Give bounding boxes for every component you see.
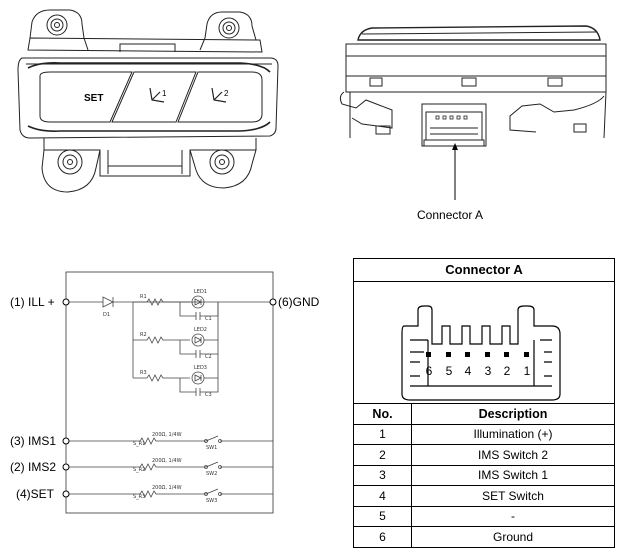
switch-label-3: SW3 (206, 498, 217, 504)
cell-description: Ground (411, 526, 614, 547)
switch-line-ims2 (66, 461, 273, 471)
header-no: No. (354, 404, 412, 424)
led-branch-2 (133, 302, 219, 358)
ims2-button-label: 2 (224, 89, 229, 98)
resistor-label-2: R2 (140, 332, 147, 338)
resistor-label-1: R1 (140, 294, 147, 300)
cell-description: IMS Switch 2 (411, 444, 614, 465)
set-button-label: SET (84, 93, 103, 104)
table-row: 4 SET Switch (354, 485, 614, 506)
led-branch-1 (133, 295, 219, 320)
pin-number-6: 6 (426, 364, 433, 378)
resistor-label-3: R3 (140, 370, 147, 376)
cell-description: Illumination (+) (411, 423, 614, 445)
pin-label-gnd: (6)GND (278, 295, 320, 309)
ims1-button-label: 1 (162, 89, 167, 98)
switch-line-ims1 (66, 435, 273, 445)
circuit-frame (65, 271, 274, 514)
connector-table-title: Connector A (354, 259, 614, 282)
cap-label-1: C1 (205, 316, 212, 322)
switch-resistor-label-1: S_R1 (133, 441, 145, 447)
table-row: 1 Illumination (+) (354, 423, 614, 445)
pin-number-1: 1 (524, 364, 531, 378)
pin-set-terminal (62, 490, 70, 498)
cap-label-2: C2 (205, 354, 212, 360)
diode-label: D1 (103, 312, 110, 318)
connector-pinout-picture: 6 5 4 3 2 1 (354, 282, 614, 404)
pin-label-ims2: (2) IMS2 (10, 460, 56, 474)
cap-label-3: C3 (205, 392, 212, 398)
pin-description-table: No. Description 1 Illumination (+) 2 IMS… (354, 404, 614, 547)
table-row: 3 IMS Switch 1 (354, 464, 614, 486)
switch-label-1: SW1 (206, 445, 217, 451)
table-row: 6 Ground (354, 526, 614, 547)
switch-label-2: SW2 (206, 471, 217, 477)
switch-resistor-label-2: S_R2 (133, 467, 145, 473)
table-row: 2 IMS Switch 2 (354, 444, 614, 465)
diode-d1 (102, 296, 114, 308)
led-label-3: LED3 (194, 365, 207, 371)
pin-number-3: 3 (485, 364, 492, 378)
header-description: Description (478, 406, 548, 421)
switch-line-set (66, 488, 273, 498)
switch-resistor-value-1: 200Ω, 1/4W (152, 432, 182, 438)
switch-resistor-label-3: S_R3 (133, 494, 145, 500)
led-branch-3 (133, 354, 219, 396)
led-label-2: LED2 (194, 327, 207, 333)
cell-no: 6 (354, 526, 412, 547)
cell-no: 5 (354, 505, 412, 527)
cell-no: 2 (354, 444, 412, 465)
table-row: 5 - (354, 505, 614, 527)
cell-description: SET Switch (411, 485, 614, 506)
cell-description: IMS Switch 1 (411, 464, 614, 486)
pin-gnd-terminal (269, 298, 277, 306)
led-label-1: LED1 (194, 289, 207, 295)
switch-front-view: SET 1 2 (17, 9, 279, 193)
switch-back-view (339, 25, 607, 200)
pin-number-4: 4 (465, 364, 472, 378)
pin-label-ims1: (3) IMS1 (10, 434, 56, 448)
cell-no: 1 (354, 423, 412, 445)
connector-face-drawing: 6 5 4 3 2 1 (401, 305, 561, 401)
table-header-row: No. Description (354, 404, 614, 424)
cell-no: 4 (354, 485, 412, 506)
pin-label-set: (4)SET (16, 487, 55, 501)
switch-resistor-value-2: 200Ω, 1/4W (152, 458, 182, 464)
pin-number-2: 2 (504, 364, 511, 378)
pin-ill-terminal (62, 298, 70, 306)
cell-no: 3 (354, 464, 412, 486)
pin-label-ill: (1) ILL + (10, 295, 55, 309)
cell-description: - (411, 505, 614, 527)
switch-drawings: SET 1 2 (17, 9, 607, 222)
connector-callout-label: Connector A (417, 208, 483, 222)
pin-number-5: 5 (446, 364, 453, 378)
switch-resistor-value-3: 200Ω, 1/4W (152, 485, 182, 491)
connector-a-table: Connector A 6 5 4 3 2 (353, 258, 615, 548)
pin-ims1-terminal (62, 437, 70, 445)
pin-ims2-terminal (62, 463, 70, 471)
